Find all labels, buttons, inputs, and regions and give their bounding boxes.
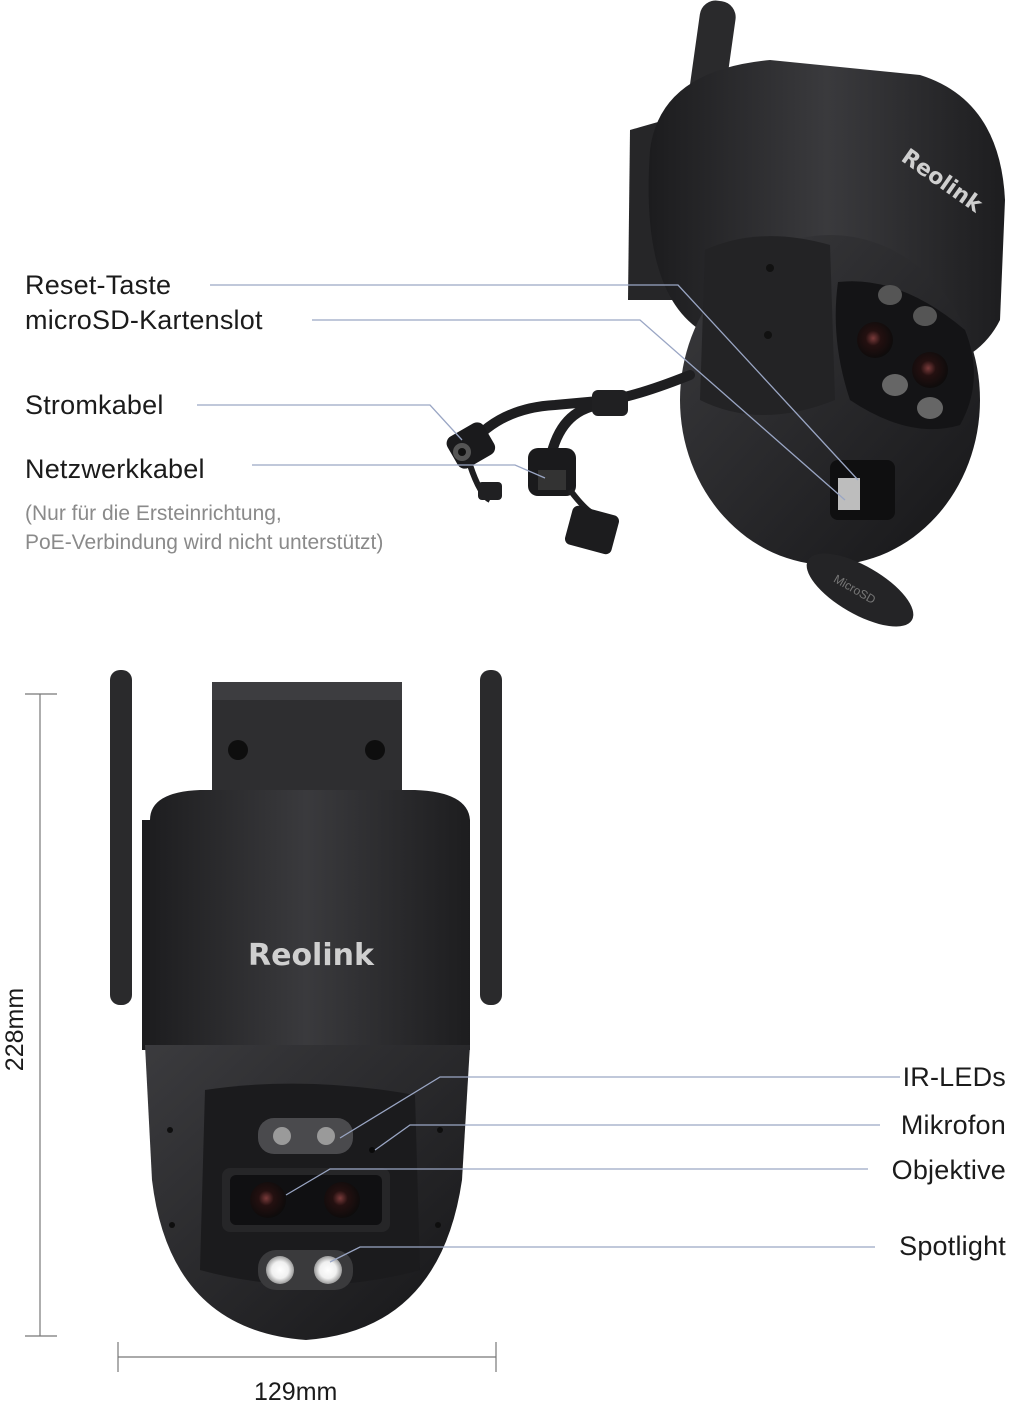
note-line-2: PoE-Verbindung wird nicht unterstützt)	[25, 531, 384, 554]
front-camera: Reolink	[110, 670, 502, 1340]
note-line-1: (Nur für die Ersteinrichtung,	[25, 502, 282, 525]
label-microsd-slot: microSD-Kartenslot	[25, 305, 263, 335]
label-reset-button: Reset-Taste	[25, 270, 172, 300]
dimension-lines	[25, 693, 497, 1372]
callout-lines-bottom	[285, 1076, 900, 1263]
label-ir-leds: IR-LEDs	[902, 1062, 1006, 1092]
cables	[465, 370, 695, 465]
label-microphone: Mikrofon	[900, 1110, 1006, 1140]
label-power-cable: Stromkabel	[25, 390, 164, 420]
label-lenses: Objektive	[891, 1155, 1006, 1185]
connectors	[446, 390, 628, 555]
dimension-height: 228mm	[1, 987, 30, 1072]
callout-lines-top	[197, 284, 859, 501]
dimension-width: 129mm	[254, 1378, 338, 1406]
label-spotlight: Spotlight	[899, 1231, 1006, 1261]
label-network-cable: Netzwerkkabel	[25, 454, 205, 484]
brand-logo-front: Reolink	[248, 938, 375, 973]
top-camera: Reolink MicroSD	[628, 0, 1005, 627]
